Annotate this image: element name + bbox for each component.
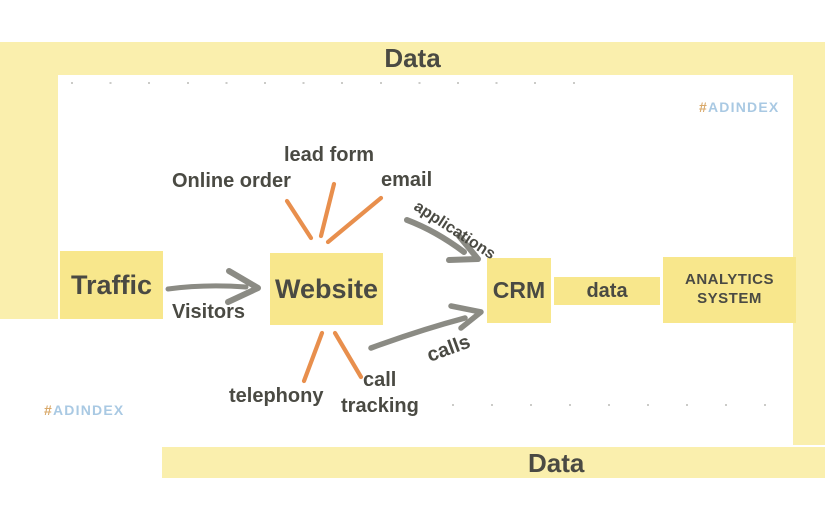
website-label: Website [274,273,379,304]
visitors-arrow-shaft [165,283,249,292]
calls-arrow-head [448,303,484,331]
online-order-connector-line [284,198,314,241]
lead-form-label: lead form [284,144,375,166]
adindex-logo-hash-icon: # [44,402,53,418]
analytics-label-line2: SYSTEM [697,290,762,307]
crm-label: CRM [492,277,546,303]
data-pipe-top: Data [0,42,825,75]
applications-arrow-head [446,233,481,263]
node-crm: CRM [487,258,551,323]
node-website: Website [270,253,383,325]
adindex-logo-hash-icon: # [699,99,708,115]
visitors-arrow-head [225,268,261,305]
adindex-logo-top: #ADINDEX [699,99,779,115]
traffic-label: Traffic [70,269,153,300]
data-link-label: data [586,279,628,302]
lead-form-connector-line [318,181,337,239]
data-bottom-label: Data [528,448,585,478]
adindex-logo-bottom: #ADINDEX [44,402,124,418]
email-connector-line [325,195,384,245]
dotted-row-bottom [452,404,774,406]
call-tracking-label-line1: call [363,369,397,391]
adindex-logo-text: ADINDEX [708,99,780,115]
call-tracking-connector-line [332,330,364,380]
call-tracking-label-line2: tracking [341,395,419,417]
node-analytics-system: ANALYTICS SYSTEM [663,257,796,323]
data-pipe-bottom [162,447,825,478]
node-data-link: data [554,277,660,305]
online-order-label: Online order [172,170,291,192]
node-traffic: Traffic [60,251,163,319]
data-top-label: Data [384,43,441,73]
calls-arrow-shaft [368,315,468,351]
data-pipe-left [0,42,58,319]
telephony-label: telephony [229,385,324,407]
adindex-logo-text: ADINDEX [53,402,125,418]
dotted-row-top [71,82,579,84]
analytics-label-line1: ANALYTICS [685,271,774,289]
applications-arrow-shaft [404,217,467,255]
email-label: email [381,169,433,191]
telephony-connector-line [301,330,325,384]
visitors-flow-label: Visitors [172,301,245,323]
data-pipe-right [793,42,825,445]
